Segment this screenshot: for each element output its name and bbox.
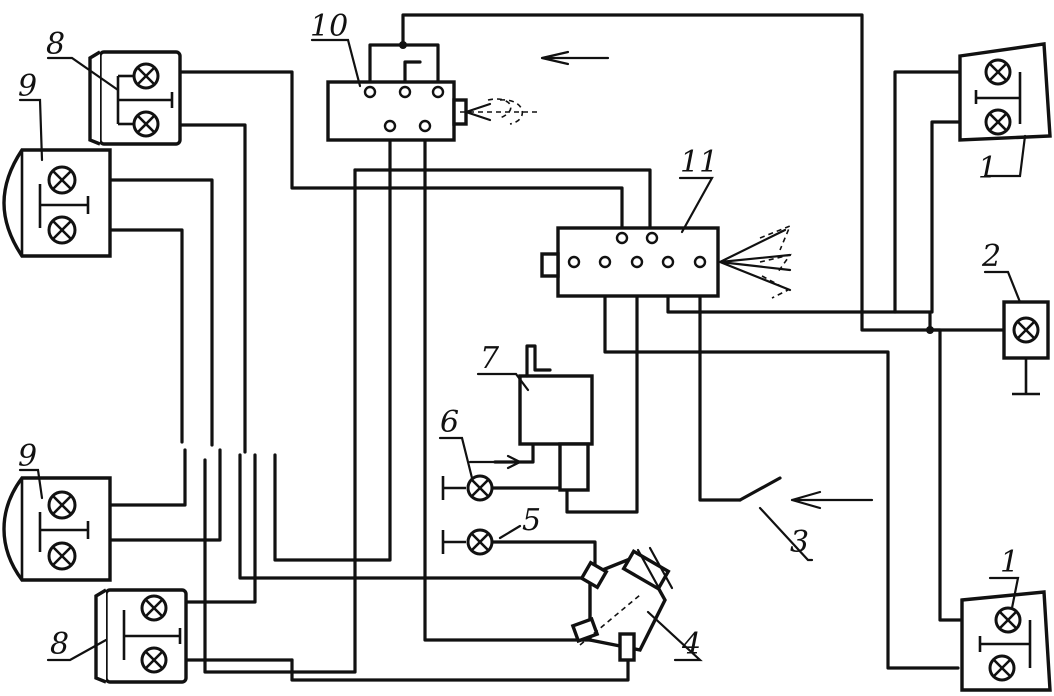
label-1-bottom: 1	[1000, 545, 1019, 580]
component-labels: 1 1 2 3 4 5 6 7 8 8 9 9 10 11	[18, 9, 1019, 662]
label-3: 3	[790, 525, 809, 560]
indicator-lamp-6	[441, 454, 523, 502]
label-5: 5	[522, 503, 541, 538]
lamp-2	[983, 270, 1050, 396]
label-8-bottom: 8	[50, 627, 69, 662]
label-10: 10	[310, 9, 348, 44]
front-lamp-1-bottom	[960, 590, 1052, 692]
head-lamp-9-bottom	[2, 476, 112, 582]
relay-7	[518, 344, 594, 492]
leader-lines	[18, 38, 1027, 662]
label-9-bottom: 9	[18, 439, 37, 474]
label-6: 6	[440, 405, 459, 440]
label-4: 4	[681, 627, 701, 662]
central-switch-11	[540, 224, 792, 299]
front-lamp-1-top	[958, 42, 1052, 142]
head-lamp-9-top	[2, 148, 112, 258]
label-8-top: 8	[46, 27, 65, 62]
label-11: 11	[680, 145, 718, 180]
rear-lamp-8-top	[88, 50, 182, 146]
stop-switch-4	[570, 546, 674, 662]
light-switch-10	[326, 50, 610, 142]
label-9-top: 9	[18, 69, 37, 104]
wires	[108, 13, 1012, 682]
indicator-lamp-5	[441, 528, 494, 556]
label-7: 7	[480, 341, 500, 376]
rear-lamp-8-bottom	[94, 588, 188, 684]
label-2: 2	[981, 239, 1001, 274]
label-1-top: 1	[978, 151, 997, 186]
brake-contact-3	[738, 476, 874, 562]
